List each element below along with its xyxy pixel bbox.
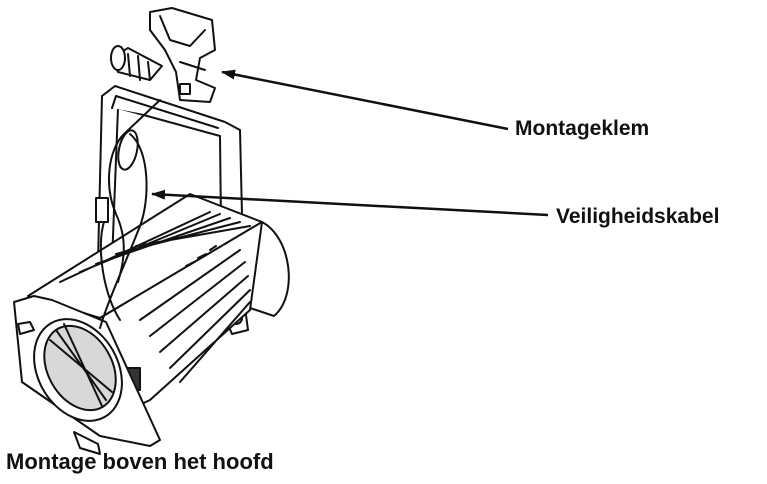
callout-arrow-cable <box>151 189 549 217</box>
safety-cable <box>95 99 161 329</box>
callout-label-safety-cable: Veiligheidskabel <box>556 205 720 228</box>
callout-arrow-clamp <box>221 69 509 131</box>
front-lens <box>13 295 161 455</box>
figure-caption: Montage boven het hoofd <box>6 449 274 474</box>
mounting-clamp <box>110 7 216 103</box>
callout-label-mounting-clamp: Montageklem <box>515 117 650 140</box>
fixture-body <box>27 193 290 421</box>
